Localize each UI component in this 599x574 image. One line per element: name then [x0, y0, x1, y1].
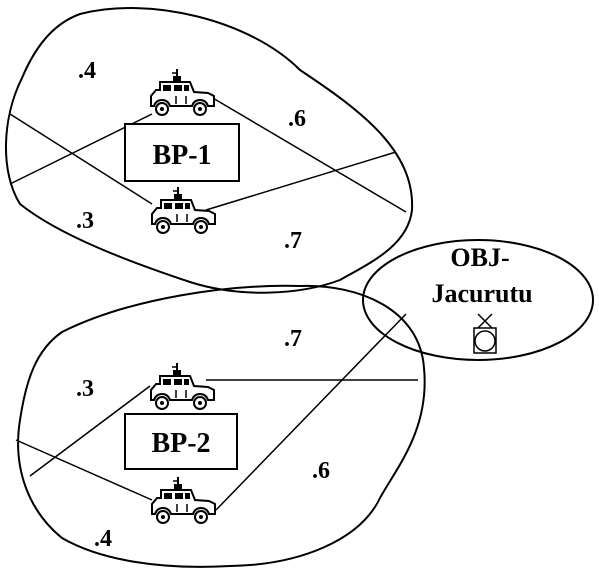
bp2-box [124, 413, 238, 470]
humvee-icon [151, 186, 216, 234]
bp2-sector-line [15, 439, 153, 501]
bp1-box [124, 123, 240, 182]
bp2-label: BP-2 [151, 428, 210, 459]
probability-label: .7 [284, 228, 302, 254]
bp1-sector-line [9, 113, 153, 205]
objective-area-outline [362, 239, 594, 361]
probability-label: .4 [78, 58, 96, 84]
probability-label: .3 [76, 376, 94, 402]
probability-label: .6 [312, 458, 330, 484]
bp2-area-outline [17, 284, 426, 568]
humvee-icon [150, 68, 215, 116]
humvee-icon [150, 362, 215, 410]
probability-label: .3 [76, 208, 94, 234]
bp1-sector-line [205, 151, 397, 211]
probability-label: .6 [288, 106, 306, 132]
bp2-sector-line [215, 313, 407, 511]
objective-label-line2: Jacurutu [431, 279, 532, 308]
humvee-icon [151, 476, 216, 524]
bp1-label: BP-1 [152, 140, 211, 171]
bp1-area-outline [5, 7, 414, 294]
target-icon [473, 313, 497, 354]
probability-label: .4 [94, 526, 112, 552]
objective-label-line1: OBJ- [450, 243, 509, 272]
probability-label: .7 [284, 326, 302, 352]
bp2-sector-line [29, 385, 151, 477]
bp1-sector-line [205, 93, 407, 213]
